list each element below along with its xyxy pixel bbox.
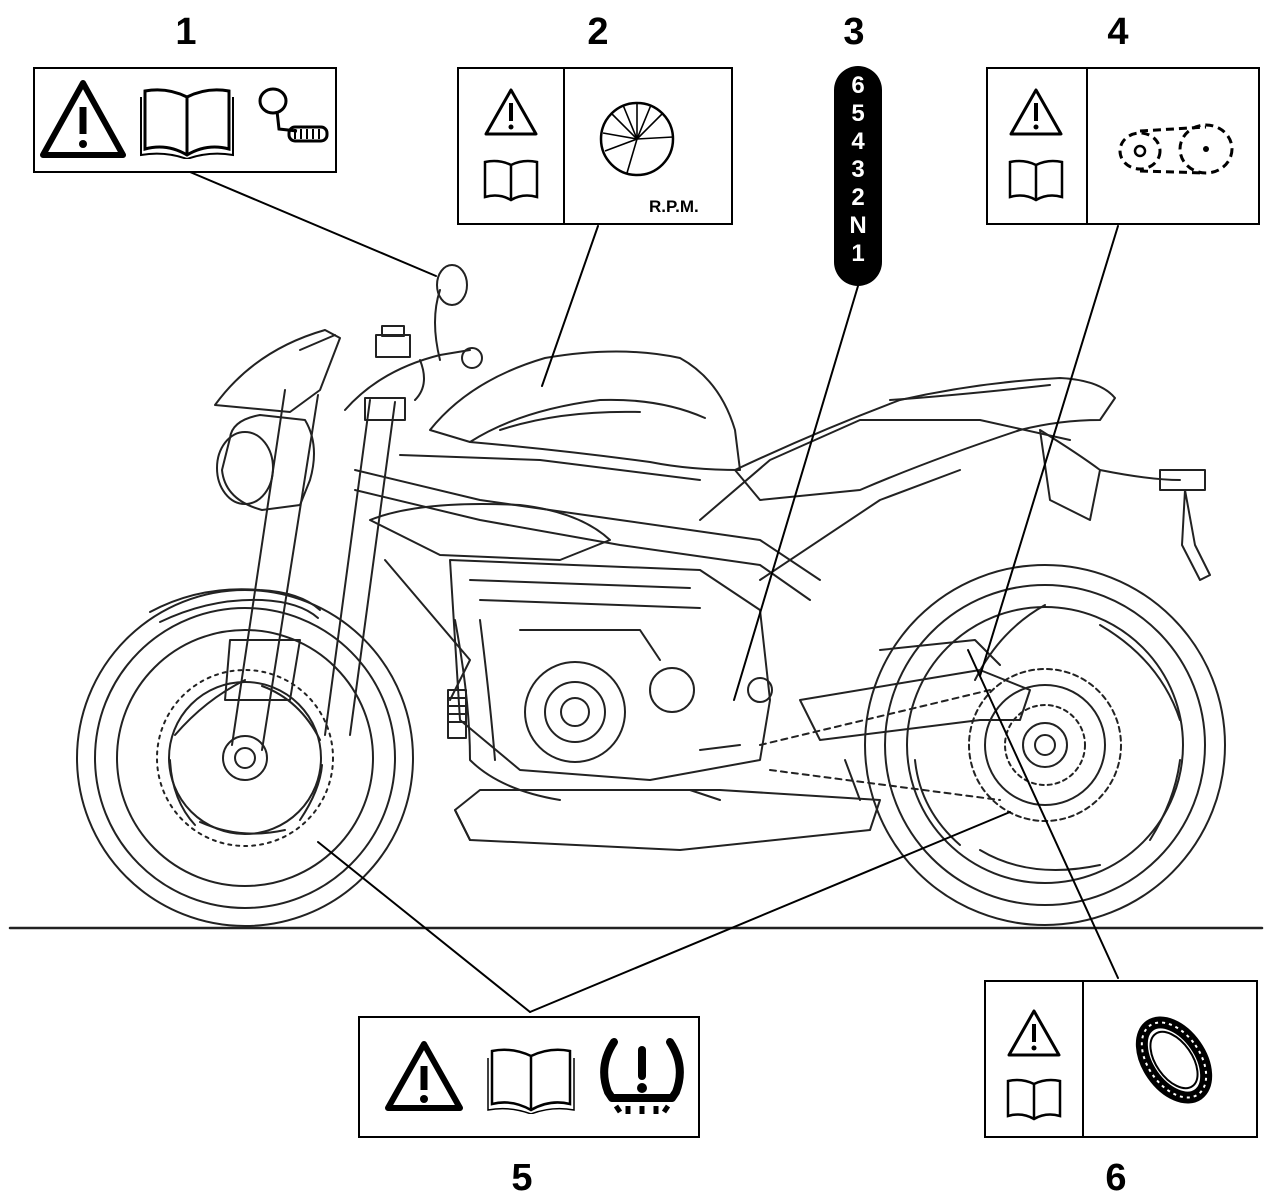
mirror-icon [257,85,333,157]
callout-number-2: 2 [578,12,618,52]
label-6-tyre [984,980,1258,1138]
label-2-rpm: R.P.M. [457,67,733,225]
manual-book-icon [481,157,541,203]
gear-4: 4 [836,128,880,156]
warning-triangle-icon [1006,1008,1062,1058]
callout-number-5: 5 [502,1158,542,1198]
gear-6: 6 [836,72,880,100]
callout-number-3: 3 [834,12,874,52]
manual-book-icon [1004,1076,1064,1122]
gear-1: 1 [836,240,880,268]
gear-3: 3 [836,156,880,184]
manual-book-icon [139,83,235,159]
callout-number-4: 4 [1098,12,1138,52]
gear-5: 5 [836,100,880,128]
tyre-pressure-icon [596,1036,688,1118]
warning-triangle-icon [384,1040,464,1114]
leader-lines [190,172,1118,1012]
drive-chain-icon [1114,121,1238,181]
label-5-tyre-pressure [358,1016,700,1138]
manual-book-icon [486,1044,576,1114]
gear-n: N [836,212,880,240]
warning-triangle-icon [1008,87,1064,137]
tyre-icon [1126,1012,1222,1108]
rear-wheel [865,565,1225,925]
callout-number-1: 1 [166,12,206,52]
callout-number-6: 6 [1096,1158,1136,1198]
label-1-mirror [33,67,337,173]
manual-book-icon [1006,157,1066,203]
label-4-chain [986,67,1260,225]
rpm-text: R.P.M. [649,197,699,217]
label-3-gear-indicator: 6 5 4 3 2 N 1 [836,68,880,284]
warning-triangle-icon [483,87,539,137]
warning-triangle-icon [39,79,127,161]
tachometer-icon [597,99,677,179]
gear-2: 2 [836,184,880,212]
